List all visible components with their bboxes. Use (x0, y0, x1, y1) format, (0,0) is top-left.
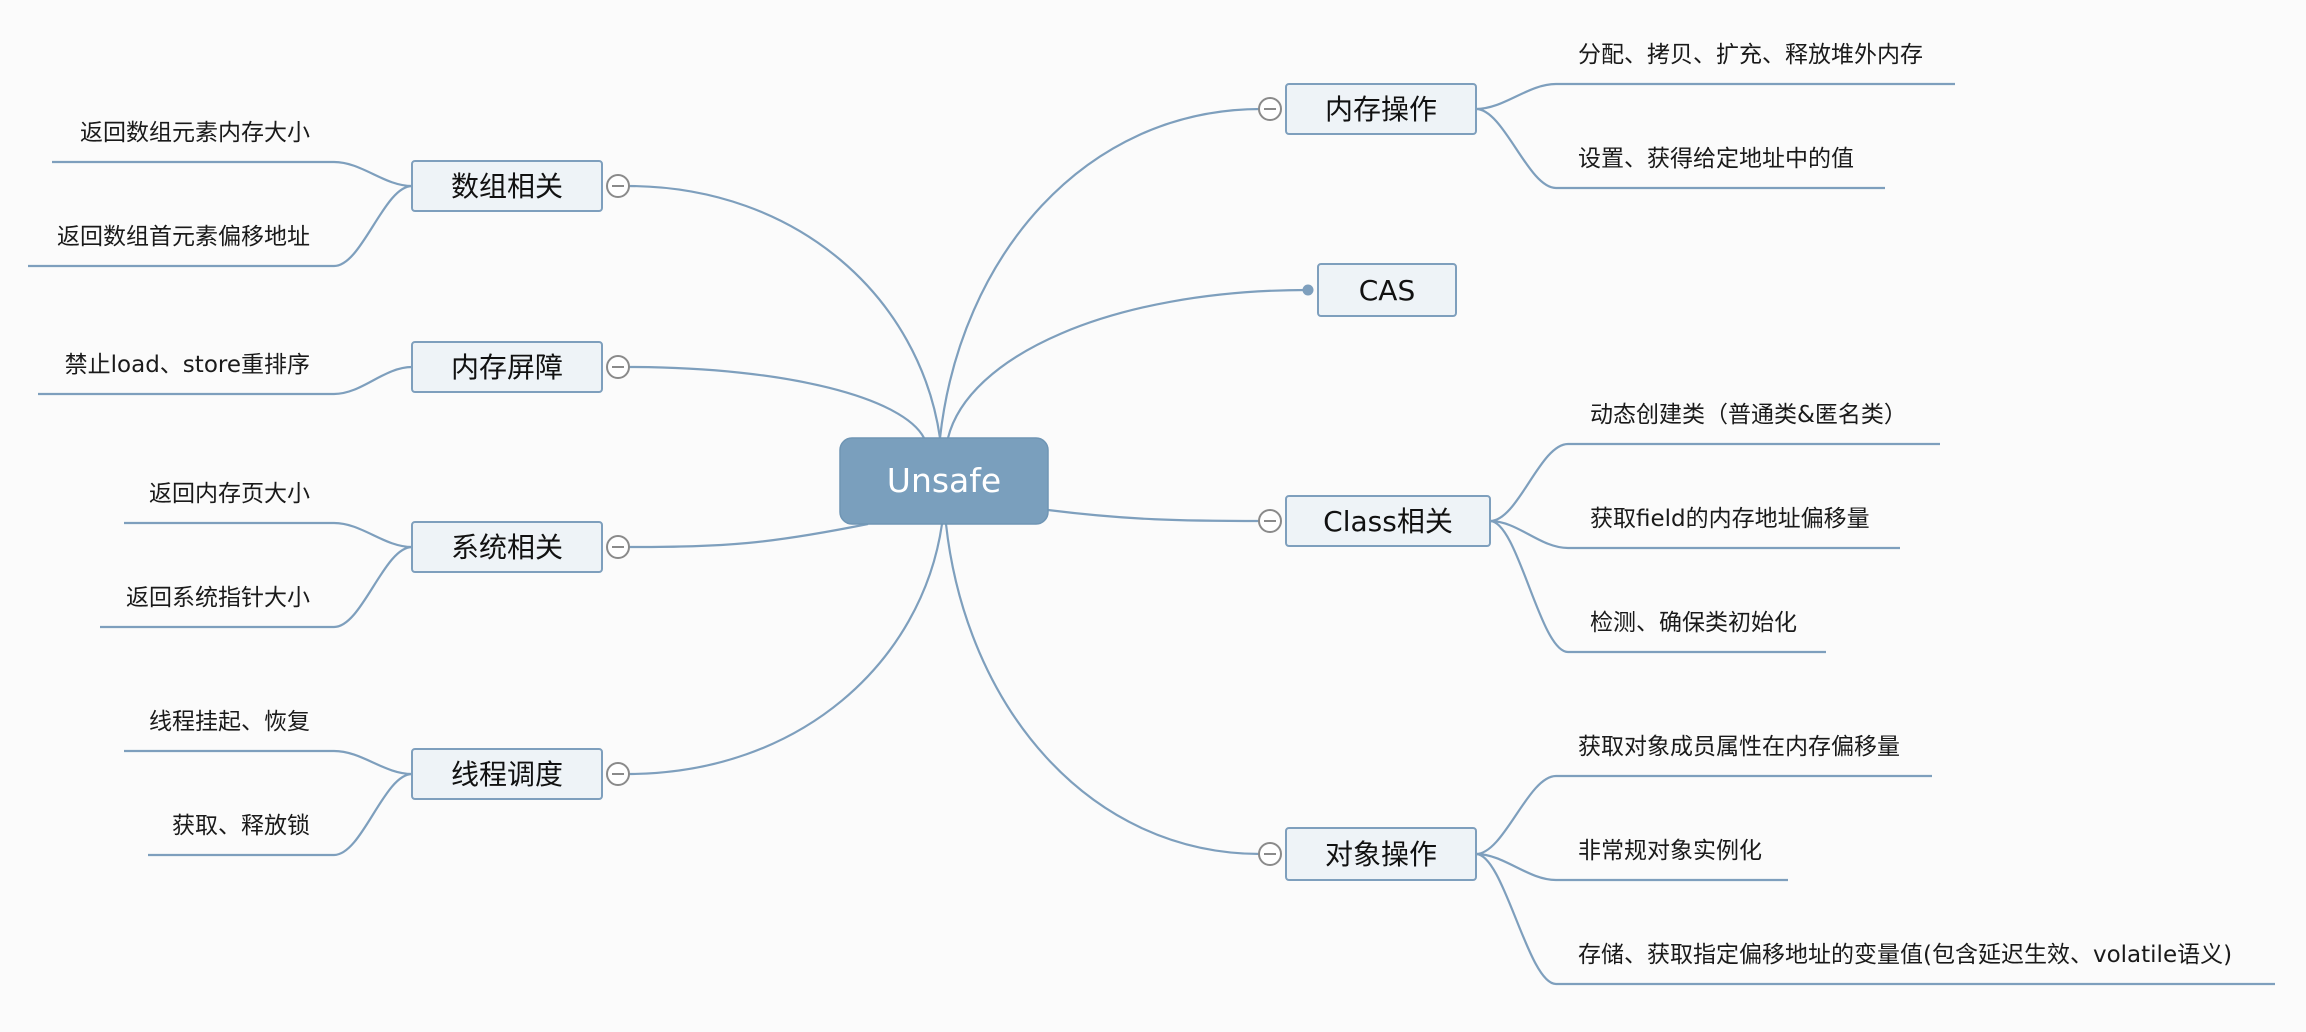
subtopic-connector (1489, 442, 1940, 523)
topic-label: 对象操作 (1325, 838, 1437, 871)
connector-array (626, 184, 942, 439)
subtopic-label: 返回数组首元素偏移地址 (57, 224, 310, 250)
connector-obj (944, 523, 1262, 856)
subtopic-thread-0[interactable]: 线程挂起、恢复 (149, 709, 310, 735)
connector-cas (946, 288, 1309, 439)
topic-label: 线程调度 (451, 758, 563, 791)
connector-class (1047, 508, 1262, 523)
topic-cas[interactable]: CAS (1302, 263, 1457, 317)
subtopic-obj-1[interactable]: 非常规对象实例化 (1578, 838, 1762, 864)
subtopic-label: 非常规对象实例化 (1578, 838, 1762, 864)
topic-label: 数组相关 (451, 170, 563, 203)
collapse-toggle-icon[interactable] (606, 355, 630, 379)
subtopic-thread-1[interactable]: 获取、释放锁 (172, 813, 310, 839)
subtopic-system-0[interactable]: 返回内存页大小 (149, 481, 310, 507)
topic-box (411, 341, 603, 393)
subtopic-connector (124, 749, 413, 776)
topic-box (411, 521, 603, 573)
topic-label: 内存操作 (1325, 93, 1437, 126)
subtopic-class-1[interactable]: 获取field的内存地址偏移量 (1590, 506, 1870, 532)
collapse-toggle-icon[interactable] (606, 762, 630, 786)
subtopic-connector (28, 184, 413, 268)
subtopic-connector (52, 160, 413, 188)
subtopic-class-2[interactable]: 检测、确保类初始化 (1590, 610, 1797, 636)
subtopic-label: 返回系统指针大小 (126, 585, 310, 611)
subtopic-system-1[interactable]: 返回系统指针大小 (126, 585, 310, 611)
topic-class[interactable]: Class相关 动态创建类（普通类&匿名类） 获取field的内存地址偏移量检测、确… (1258, 402, 1907, 636)
connector-thread (626, 523, 944, 776)
root-box (839, 437, 1049, 525)
subtopic-connector (38, 365, 413, 396)
subtopic-connector (1489, 519, 1900, 550)
subtopic-mem-0[interactable]: 分配、拷贝、扩充、释放堆外内存 (1578, 42, 1923, 68)
subtopic-label: 获取field的内存地址偏移量 (1590, 506, 1870, 532)
subtopic-connector (148, 772, 413, 857)
root-label: Unsafe (887, 461, 1001, 500)
topic-label: 内存屏障 (451, 351, 563, 384)
connectors (28, 82, 2275, 986)
topic-label: 系统相关 (451, 531, 563, 564)
subtopic-label: 返回数组元素内存大小 (80, 120, 310, 146)
subtopic-barrier-0[interactable]: 禁止load、store重排序 (65, 352, 310, 378)
subtopic-array-1[interactable]: 返回数组首元素偏移地址 (57, 224, 310, 250)
subtopic-connector (1475, 107, 1885, 190)
subtopic-array-0[interactable]: 返回数组元素内存大小 (80, 120, 310, 146)
collapse-toggle-icon[interactable] (1258, 842, 1282, 866)
connector-mem (938, 107, 1262, 439)
subtopic-obj-0[interactable]: 获取对象成员属性在内存偏移量 (1578, 734, 1900, 760)
connector-barrier (626, 365, 925, 439)
topic-box (1317, 263, 1457, 317)
subtopic-label: 存储、获取指定偏移地址的变量值(包含延迟生效、volatile语义) (1578, 942, 2232, 968)
subtopic-obj-2[interactable]: 存储、获取指定偏移地址的变量值(包含延迟生效、volatile语义) (1578, 942, 2232, 968)
collapse-toggle-icon[interactable] (1258, 509, 1282, 533)
subtopic-label: 分配、拷贝、扩充、释放堆外内存 (1578, 42, 1923, 68)
topic-obj[interactable]: 对象操作 获取对象成员属性在内存偏移量非常规对象实例化存储、获取指定偏移地址的变量… (1258, 734, 2232, 968)
subtopic-connector (1475, 852, 2275, 986)
subtopic-label: 获取、释放锁 (172, 813, 310, 839)
subtopic-label: 线程挂起、恢复 (149, 709, 310, 735)
subtopic-label: 禁止load、store重排序 (65, 352, 310, 378)
subtopic-connector (1475, 774, 1932, 856)
subtopic-label: 动态创建类（普通类&匿名类） (1590, 402, 1907, 428)
connector-system (626, 522, 869, 549)
topic-label: CAS (1359, 274, 1415, 307)
subtopic-connector (1475, 852, 1788, 882)
topic-box (1285, 827, 1477, 881)
subtopic-class-0[interactable]: 动态创建类（普通类&匿名类） (1590, 402, 1907, 428)
subtopic-label: 检测、确保类初始化 (1590, 610, 1797, 636)
root-node[interactable]: Unsafe (839, 437, 1049, 525)
collapse-toggle-icon[interactable] (606, 174, 630, 198)
topic-box (1285, 83, 1477, 135)
collapse-toggle-icon[interactable] (1258, 97, 1282, 121)
subtopic-mem-1[interactable]: 设置、获得给定地址中的值 (1578, 146, 1854, 172)
subtopic-connector (1489, 519, 1826, 654)
topic-label: Class相关 (1323, 505, 1453, 538)
topic-barrier[interactable]: 内存屏障 禁止load、store重排序 (65, 341, 630, 393)
topic-box (411, 160, 603, 212)
subtopic-label: 返回内存页大小 (149, 481, 310, 507)
connector-dot-icon (1302, 284, 1314, 296)
subtopic-connector (124, 521, 413, 549)
subtopic-label: 设置、获得给定地址中的值 (1578, 146, 1854, 172)
subtopic-label: 获取对象成员属性在内存偏移量 (1578, 734, 1900, 760)
collapse-toggle-icon[interactable] (606, 535, 630, 559)
subtopic-connector (1475, 82, 1955, 111)
topic-box (411, 748, 603, 800)
topic-box (1285, 495, 1491, 547)
subtopic-connector (100, 545, 413, 629)
